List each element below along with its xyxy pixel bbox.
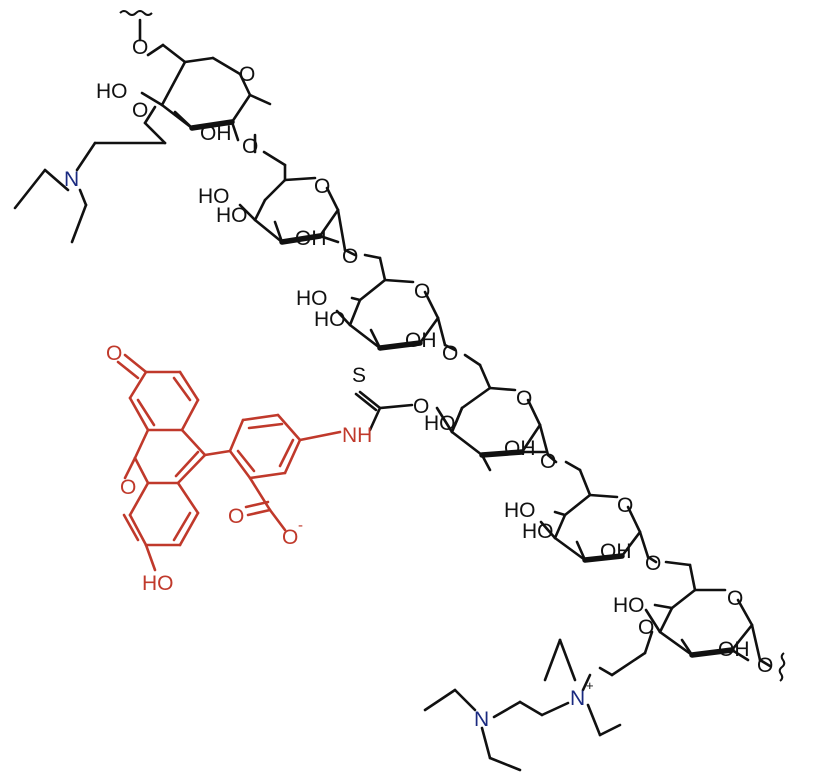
atom-o-ring3: O xyxy=(414,280,430,303)
atom-o-ketone: O xyxy=(106,342,122,365)
atom-o-carboxylate: O xyxy=(282,526,298,549)
glucose-ring-1 xyxy=(13,18,272,244)
glucose-ring-2 xyxy=(238,150,382,260)
atom-ho-ring5-a: HO xyxy=(504,499,536,522)
atom-oh-ring4: OH xyxy=(504,437,536,460)
atom-o-carboxyl: O xyxy=(228,505,244,528)
atom-o-terminal: O xyxy=(757,654,773,677)
charge-plus: + xyxy=(586,678,594,693)
atom-ho-ring2-a: HO xyxy=(198,185,230,208)
atom-ho-ring2-b: HO xyxy=(216,204,248,227)
atom-o-link1: O xyxy=(242,135,258,158)
atom-o-link4: O xyxy=(540,450,556,473)
atom-o-6-ring1: O xyxy=(132,36,148,59)
atom-o-ether-ring6: O xyxy=(638,616,654,639)
atom-oh-ring3: OH xyxy=(405,329,437,352)
atom-ho-ring1: HO xyxy=(96,80,128,103)
atom-o-carbamate: O xyxy=(413,395,429,418)
atom-o-link2: O xyxy=(342,245,358,268)
atom-n-quaternary: N xyxy=(570,687,585,710)
atom-o-ring1: O xyxy=(239,63,255,86)
atom-nh-thiourea: NH xyxy=(342,424,372,447)
charge-minus: - xyxy=(298,517,303,534)
atom-ho-ring4: HO xyxy=(424,412,456,435)
thiocarbamate-linker xyxy=(354,390,414,432)
atom-oh-ring1: OH xyxy=(200,122,232,145)
glucose-ring-6 xyxy=(423,563,772,772)
atom-oh-ring5: OH xyxy=(600,540,632,563)
atom-s-thio: S xyxy=(352,364,366,387)
atom-ho-ring3-b: HO xyxy=(314,308,346,331)
atom-ho-ring5-b: HO xyxy=(522,520,554,543)
atom-o-link3: O xyxy=(442,342,458,365)
atom-o-xanthene: O xyxy=(120,476,136,499)
atom-o-ring2: O xyxy=(314,175,330,198)
atom-o-ring4: O xyxy=(516,387,532,410)
atom-o-ether-ring1: O xyxy=(132,99,148,122)
glucose-ring-5 xyxy=(539,468,692,567)
atom-oh-ring2: OH xyxy=(295,227,327,250)
wavy-terminus-bottom xyxy=(778,652,786,682)
atom-o-link5: O xyxy=(645,552,661,575)
atom-n-amine-top: N xyxy=(64,168,79,191)
fluorescein-moiety xyxy=(116,353,342,572)
atom-oh-ring6: OH xyxy=(718,638,750,661)
wavy-terminus-top xyxy=(119,10,153,16)
atom-o-ring5: O xyxy=(617,494,633,517)
atom-ho-ring6: HO xyxy=(613,594,645,617)
atom-ho-phenol: HO xyxy=(142,572,174,595)
glucose-ring-3 xyxy=(335,256,482,367)
atom-ho-ring3-a: HO xyxy=(296,287,328,310)
glucose-ring-4 xyxy=(435,363,582,472)
atom-n-amine-bottom: N xyxy=(474,708,489,731)
atom-o-ring6: O xyxy=(727,587,743,610)
